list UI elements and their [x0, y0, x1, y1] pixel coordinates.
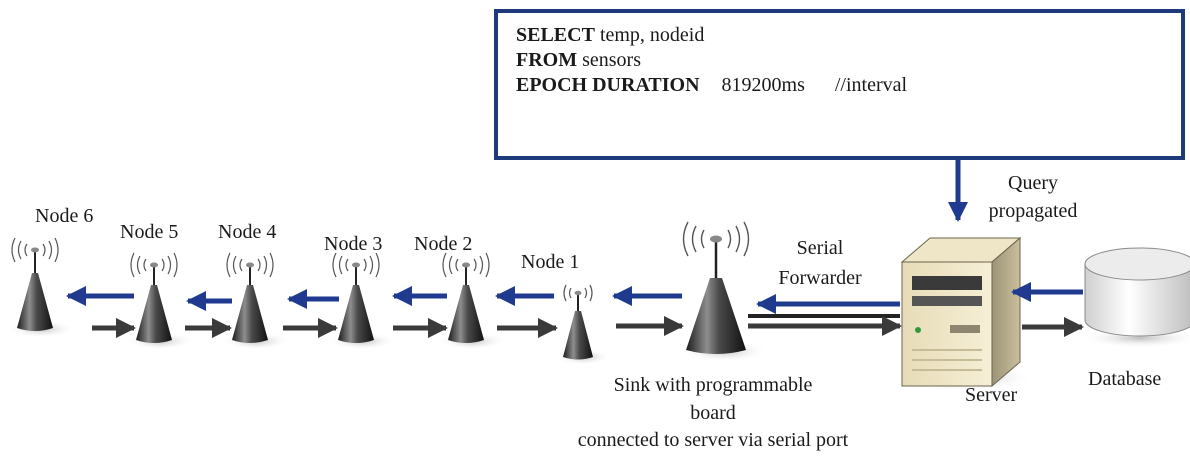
from-table: sensors — [582, 49, 641, 71]
from-keyword: FROM — [516, 49, 578, 71]
node-4-label: Node 4 — [218, 221, 277, 243]
sink-label-1: Sink with programmable — [613, 374, 813, 396]
serial-forwarder-label-1: Serial — [796, 237, 844, 259]
server-icon — [895, 236, 1035, 392]
node-3-sensor — [328, 252, 396, 350]
query-box: SELECT temp, nodeid FROM sensors EPOCH D… — [494, 9, 1185, 160]
database-icon — [1080, 247, 1190, 348]
query-line-select: SELECT temp, nodeid — [516, 23, 1163, 48]
epoch-value: 819200ms — [721, 74, 805, 96]
node-3-label: Node 3 — [324, 233, 383, 255]
epoch-keyword: EPOCH DURATION — [516, 74, 700, 96]
query-propagated-label-2: propagated — [988, 200, 1078, 222]
sink-label-2: board — [690, 402, 736, 424]
node-5-sensor — [126, 252, 194, 350]
node-5-label: Node 5 — [120, 221, 179, 243]
sink-sensor — [680, 221, 768, 362]
node-1-sensor — [555, 284, 611, 365]
query-line-from: FROM sensors — [516, 48, 1163, 73]
node-6-sensor — [7, 237, 75, 338]
sink-label-3: connected to server via serial port — [577, 429, 849, 451]
query-line-epoch: EPOCH DURATION 819200ms //interval — [516, 73, 1163, 98]
server-label: Server — [965, 384, 1018, 406]
node-2-label: Node 2 — [414, 233, 473, 255]
query-propagated-label-1: Query — [1008, 172, 1058, 194]
select-fields: temp, nodeid — [599, 24, 705, 46]
serial-forwarder-label-2: Forwarder — [778, 267, 862, 289]
node-6-label: Node 6 — [35, 205, 94, 227]
select-keyword: SELECT — [516, 24, 595, 46]
node-1-label: Node 1 — [521, 251, 580, 273]
epoch-comment: //interval — [834, 74, 908, 96]
database-label: Database — [1088, 368, 1162, 390]
node-2-sensor — [438, 252, 506, 350]
node-4-sensor — [222, 252, 290, 350]
